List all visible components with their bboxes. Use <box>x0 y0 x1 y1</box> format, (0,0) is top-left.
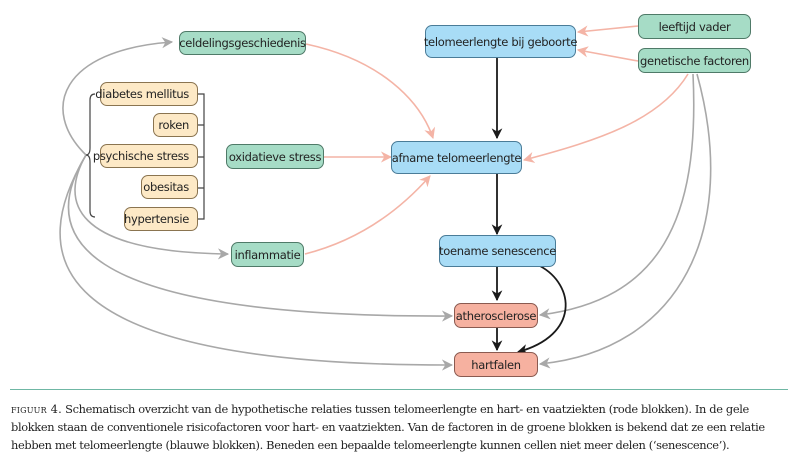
edge-risk-to-atherosclerose <box>67 154 454 322</box>
edge-vader-to-geboorte <box>576 25 639 37</box>
edge-inflammatie-to-afname <box>304 175 431 255</box>
caption-label: figuur 4. <box>11 402 62 416</box>
node-diabetes-mellitus: diabetes mellitus <box>95 82 198 106</box>
node-obesitas: obesitas <box>141 175 198 199</box>
edge-senescence-to-hartfalen <box>516 265 567 355</box>
node-toename-senescence: toename senescence <box>439 235 556 267</box>
node-leeftijd-vader: leeftijd vader <box>638 14 751 39</box>
node-afname-telomeerlengte: afname telomeerlengte <box>391 141 522 174</box>
caption-divider <box>10 389 788 390</box>
edge-risk-to-hartfalen <box>59 154 454 371</box>
node-atherosclerose: atherosclerose <box>454 303 538 328</box>
edge-genetisch-to-hartfalen <box>538 73 712 369</box>
edge-risk-to-inflammatie <box>74 154 230 260</box>
figure-caption: figuur 4. Schematisch overzicht van de h… <box>11 400 791 454</box>
edge-celdeling-to-afname <box>305 43 436 140</box>
node-roken: roken <box>153 113 198 137</box>
node-hypertensie: hypertensie <box>124 207 198 231</box>
node-inflammatie: inflammatie <box>231 242 304 267</box>
diagram-canvas <box>59 25 712 371</box>
edge-genetisch-to-geboorte <box>576 46 639 62</box>
edge-risk-to-celdeling <box>62 37 174 156</box>
node-celdelingsgeschiedenis: celdelingsgeschiedenis <box>179 31 306 55</box>
node-genetische-factoren: genetische factoren <box>638 48 751 73</box>
edge-genetisch-to-atherosclerose <box>538 73 695 320</box>
edge-genetisch-to-afname <box>522 73 689 163</box>
risk-factor-brace <box>85 93 96 218</box>
node-psychische-stress: psychische stress <box>93 144 198 168</box>
node-telomeerlengte-bij-geboorte: telomeerlengte bij geboorte <box>424 25 577 58</box>
node-hartfalen: hartfalen <box>454 352 538 377</box>
node-oxidatieve-stress: oxidatieve stress <box>226 144 324 169</box>
risk-factor-bracket <box>198 93 205 220</box>
caption-text: Schematisch overzicht van de hypothetisc… <box>11 402 765 452</box>
